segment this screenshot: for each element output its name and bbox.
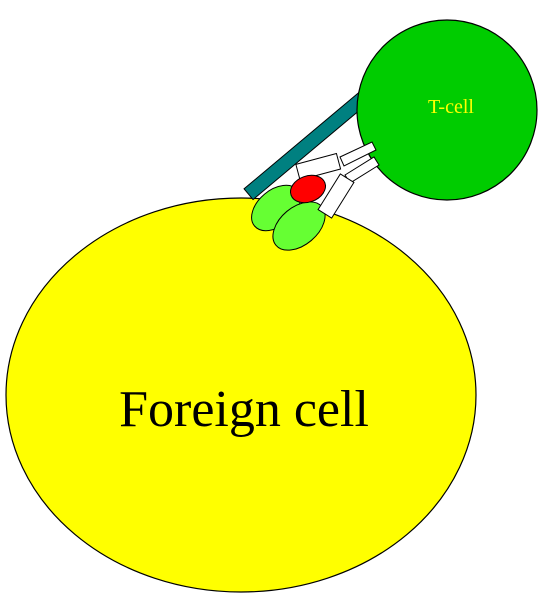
t-cell-label: T-cell	[428, 96, 474, 118]
foreign-cell-label: Foreign cell	[119, 381, 369, 438]
